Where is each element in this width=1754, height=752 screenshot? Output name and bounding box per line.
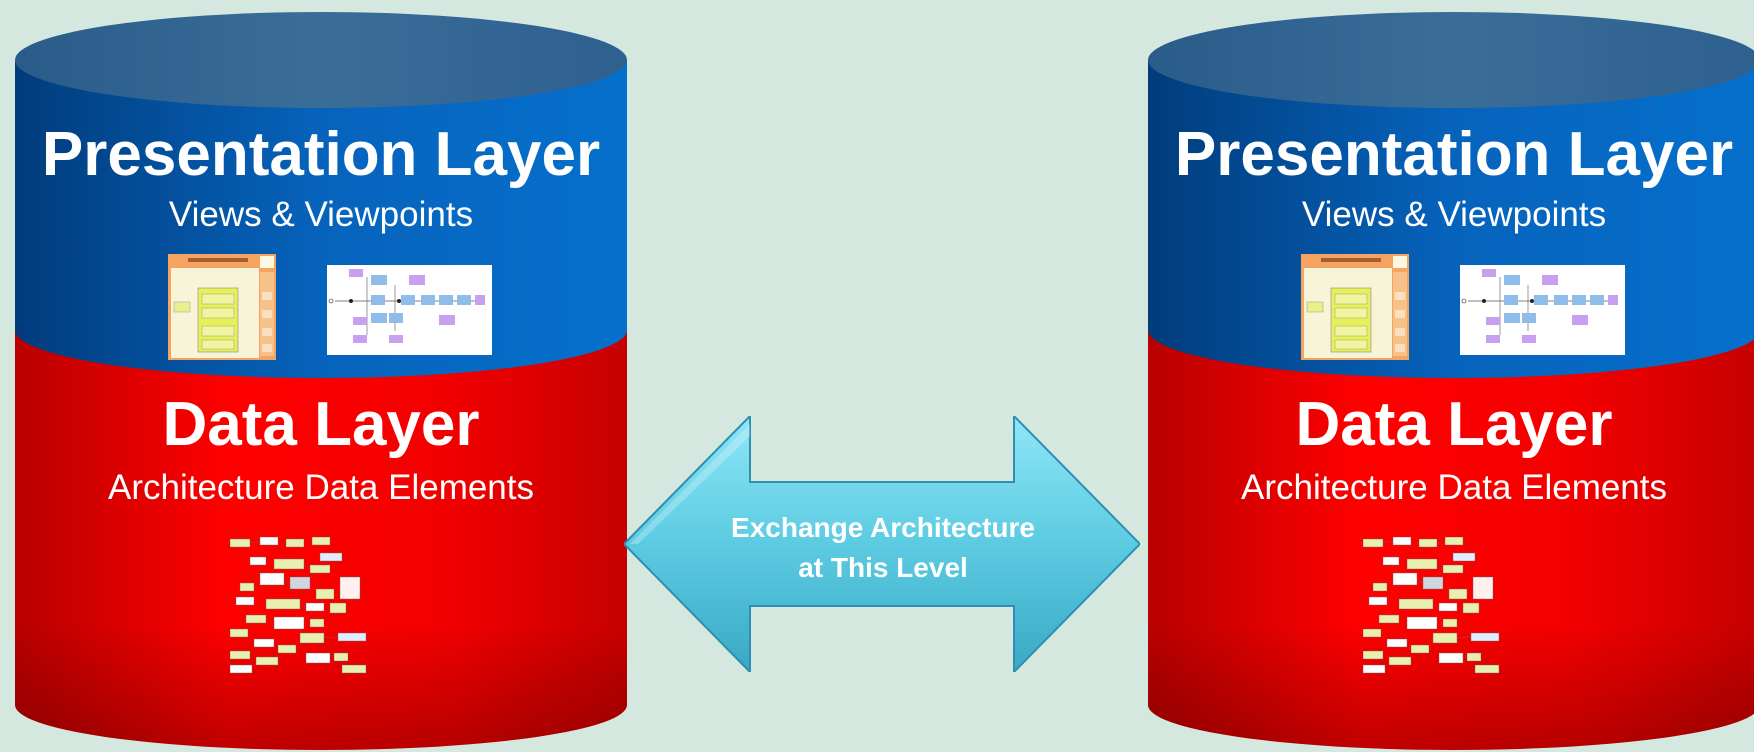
presentation-layer-subtitle: Views & Viewpoints xyxy=(168,195,474,234)
presentation-layer-title: Presentation Layer xyxy=(41,120,601,189)
exchange-arrow-line-2: at This Level xyxy=(798,552,968,583)
data-layer-title: Data Layer xyxy=(162,390,480,459)
view-thumbnail-process-diagram xyxy=(327,265,492,355)
exchange-arrow-label: Exchange Architecture at This Level xyxy=(690,508,1076,588)
exchange-arrow-line-1: Exchange Architecture xyxy=(731,512,1035,543)
right-cylinder: Presentation Layer Views & Viewpoints xyxy=(1148,0,1754,752)
exchange-double-arrow xyxy=(624,416,1140,672)
view-thumbnail-process-diagram xyxy=(1460,265,1625,355)
presentation-layer-subtitle: Views & Viewpoints xyxy=(1301,195,1607,234)
left-cylinder: Presentation Layer Views & Viewpoints xyxy=(15,0,627,752)
data-elements-thumbnail xyxy=(230,537,367,674)
data-elements-thumbnail xyxy=(1363,537,1500,674)
view-thumbnail-block-diagram xyxy=(168,254,276,360)
data-layer-subtitle: Architecture Data Elements xyxy=(107,468,534,507)
data-layer-title: Data Layer xyxy=(1295,390,1613,459)
presentation-layer-title: Presentation Layer xyxy=(1174,120,1734,189)
data-layer-subtitle: Architecture Data Elements xyxy=(1240,468,1667,507)
view-thumbnail-block-diagram xyxy=(1301,254,1409,360)
